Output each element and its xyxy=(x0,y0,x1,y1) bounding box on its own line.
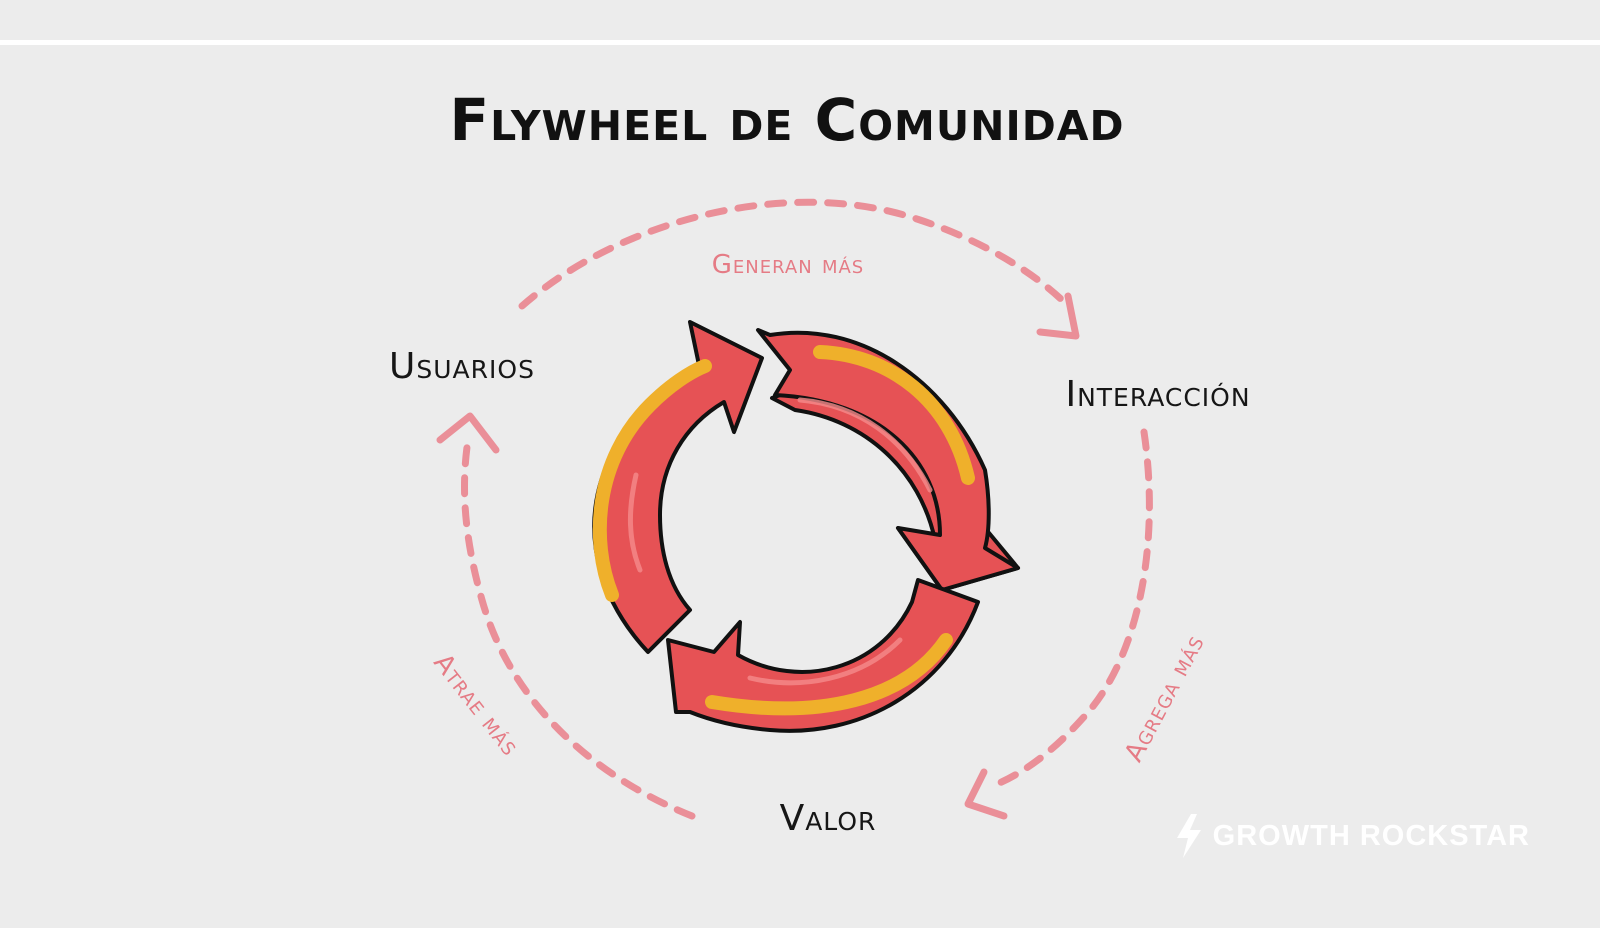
node-interaccion: Interacción xyxy=(1065,374,1250,415)
brand-name: GROWTH ROCKSTAR xyxy=(1213,820,1530,853)
edge-usuarios-interaccion: Generan más xyxy=(522,202,1076,336)
node-valor: Valor xyxy=(780,798,877,839)
arrowhead-top-right-icon xyxy=(1040,296,1076,336)
wheel-arrow-bottom xyxy=(668,580,978,731)
edge-label-generan-mas: Generan más xyxy=(712,250,864,280)
node-usuarios: Usuarios xyxy=(389,346,535,387)
lightning-bolt-icon xyxy=(1173,814,1205,858)
edge-label-agrega-mas: Agrega más xyxy=(1119,630,1211,767)
diagram-title: Flywheel de Comunidad xyxy=(449,86,1124,154)
flywheel-cycle-icon xyxy=(594,322,1018,731)
brand-logo: GROWTH ROCKSTAR xyxy=(1173,814,1530,858)
wheel-arrow-top-right xyxy=(758,330,1018,590)
wheel-arrow-left xyxy=(594,322,762,652)
arrowhead-bottom-right-icon xyxy=(968,772,1004,816)
edge-interaccion-valor: Agrega más xyxy=(968,432,1211,816)
dashed-arc-right xyxy=(995,432,1149,785)
